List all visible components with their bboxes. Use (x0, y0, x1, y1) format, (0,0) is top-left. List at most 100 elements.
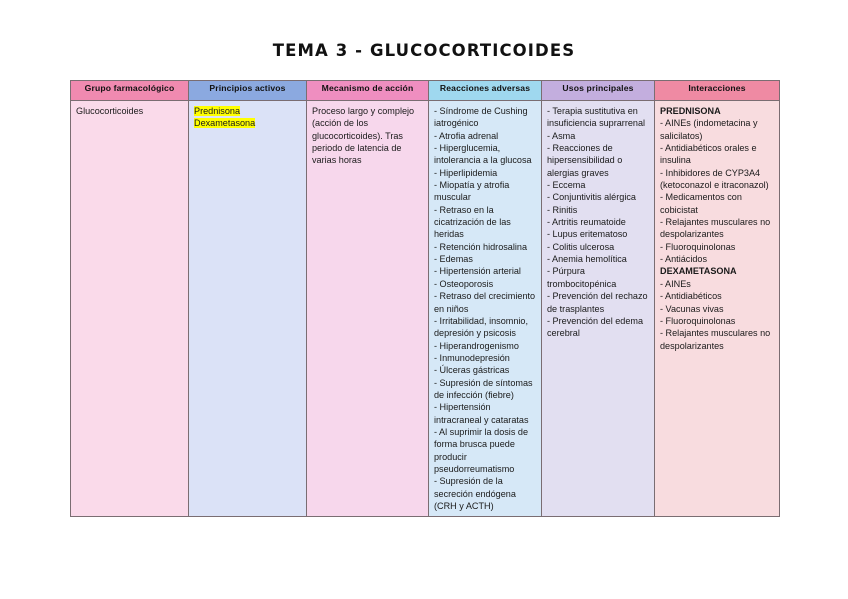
cell-line: - Hiperglucemia, intolerancia a la gluco… (434, 142, 536, 167)
cell-line: DEXAMETASONA (660, 265, 774, 277)
cell-line-text: - Anemia hemolítica (547, 254, 627, 265)
cell-line: - Anemia hemolítica (547, 253, 649, 265)
cell-line: - Osteoporosis (434, 278, 536, 290)
drug-table-container: Grupo farmacológico Principios activos M… (70, 80, 780, 518)
cell-line: - Supresión de síntomas de infección (fi… (434, 377, 536, 402)
column-header-reacciones-adversas: Reacciones adversas (428, 80, 542, 101)
cell-line-text: - Prevención del edema cerebral (547, 315, 644, 339)
cell-line-text: - Al suprimir la dosis de forma brusca p… (434, 426, 529, 474)
cell-line-text: - Hiperlipidemia (434, 167, 498, 178)
column-header-grupo-farmacologico: Grupo farmacológico (70, 80, 189, 101)
cell-line: - Colitis ulcerosa (547, 241, 649, 253)
cell-line-text: - Atrofia adrenal (434, 130, 499, 141)
cell-line: - Antidiabéticos orales e insulina (660, 142, 774, 167)
cell-line-text: - Supresión de síntomas de infección (fi… (434, 377, 533, 400)
cell-line-text: - Miopatía y atrofia muscular (434, 180, 510, 203)
column-header-interacciones: Interacciones (654, 80, 780, 101)
cell-line: - Asma (547, 130, 649, 142)
cell-line-text: - Relajantes musculares no despolarizant… (660, 217, 771, 240)
cell-line: - Hipertensión intracraneal y cataratas (434, 401, 536, 426)
cell-line-text: - Retraso en la cicatrización de las her… (434, 204, 511, 240)
cell-line-text: - Síndrome de Cushing iatrogénico (434, 106, 528, 129)
cell-line-text: - Inmunodepresión (434, 352, 510, 363)
cell-line-text: - Prevención del rechazo de trasplantes (547, 291, 648, 314)
cell-line: - Síndrome de Cushing iatrogénico (434, 105, 536, 130)
cell-line-text: - AINEs (indometacina y salicilatos) (660, 118, 758, 141)
cell-line-text: - Asma (547, 130, 576, 141)
cell-line-text: DEXAMETASONA (660, 266, 737, 277)
cell-line-text: - Antidiabéticos orales e insulina (660, 143, 757, 166)
column-header-mecanismo-de-accion: Mecanismo de acción (306, 80, 429, 101)
cell-line-text: - Supresión de la secreción endógena (CR… (434, 476, 516, 511)
cell-line-text: - Inhibidores de CYP3A4 (ketoconazol e i… (660, 167, 769, 191)
cell-line-text: - Retraso del crecimiento en niños (434, 291, 536, 314)
cell-line: - Artritis reumatoide (547, 216, 649, 228)
cell-line-text: - Antiácidos (660, 254, 708, 265)
cell-line: - Rinitis (547, 204, 649, 216)
cell-line: - Reacciones de hipersensibilidad o aler… (547, 142, 649, 179)
cell-line-text: - Conjuntivitis alérgica (547, 192, 636, 203)
cell-line: - Edemas (434, 253, 536, 265)
cell-line-text: - Irritabilidad, insomnio, depresión y p… (434, 315, 529, 339)
cell-line: - Hipertensión arterial (434, 265, 536, 277)
cell-line: Prednisona (194, 105, 301, 117)
cell-line-text: - Fluoroquinolonas (660, 241, 736, 252)
cell-line: - Miopatía y atrofia muscular (434, 179, 536, 204)
cell-line-text: - Retención hidrosalina (434, 241, 528, 252)
cell-line: - Antidiabéticos (660, 290, 774, 302)
cell-line-text: - Relajantes musculares no despolarizant… (660, 328, 771, 351)
cell-line: - Inmunodepresión (434, 352, 536, 364)
cell-line-text: - Hipertensión intracraneal y cataratas (434, 402, 529, 425)
column-header-principios-activos: Principios activos (188, 80, 307, 101)
cell-grupo-farmacologico: Glucocorticoides (70, 99, 189, 518)
cell-line: - Eccema (547, 179, 649, 191)
cell-line-text: - AINEs (660, 278, 691, 289)
cell-line-text: - Lupus eritematoso (547, 229, 628, 240)
cell-mecanismo-de-accion: Proceso largo y complejo (acción de los … (306, 99, 429, 518)
cell-line-text: PREDNISONA (660, 106, 721, 116)
cell-line: - AINEs (660, 278, 774, 290)
cell-line: - AINEs (indometacina y salicilatos) (660, 117, 774, 142)
cell-line: - Inhibidores de CYP3A4 (ketoconazol e i… (660, 167, 774, 192)
glucocorticoids-table: Grupo farmacológico Principios activos M… (70, 80, 780, 518)
cell-line-text: - Osteoporosis (434, 278, 494, 289)
cell-line: - Hiperandrogenismo (434, 340, 536, 352)
cell-line-text: - Vacunas vivas (660, 303, 724, 314)
cell-line-text: - Edemas (434, 254, 473, 265)
cell-line: - Conjuntivitis alérgica (547, 191, 649, 203)
cell-line: - Supresión de la secreción endógena (CR… (434, 475, 536, 512)
cell-line-text: - Medicamentos con cobicistat (660, 192, 742, 215)
cell-line-text: Dexametasona (194, 118, 256, 129)
cell-reacciones-adversas: - Síndrome de Cushing iatrogénico- Atrof… (428, 99, 542, 518)
cell-line: - Fluoroquinolonas (660, 241, 774, 253)
cell-line: PREDNISONA (660, 105, 774, 117)
cell-line-text: - Úlceras gástricas (434, 365, 510, 376)
table-header-row: Grupo farmacológico Principios activos M… (70, 80, 780, 101)
cell-line-text: - Púrpura trombocitopénica (547, 266, 617, 289)
cell-line: - Vacunas vivas (660, 303, 774, 315)
cell-line-text: - Hipertensión arterial (434, 266, 521, 277)
cell-line: - Al suprimir la dosis de forma brusca p… (434, 426, 536, 475)
cell-interacciones: PREDNISONA - AINEs (indometacina y salici… (654, 99, 780, 518)
cell-line: - Retraso del crecimiento en niños (434, 290, 536, 315)
cell-line: - Irritabilidad, insomnio, depresión y p… (434, 315, 536, 340)
cell-line-text: - Antidiabéticos (660, 291, 722, 302)
cell-line: - Retraso en la cicatrización de las her… (434, 204, 536, 241)
cell-line: - Atrofia adrenal (434, 130, 536, 142)
cell-line-text: Proceso largo y complejo (acción de los … (312, 106, 415, 166)
cell-line: - Relajantes musculares no despolarizant… (660, 216, 774, 241)
cell-line: - Terapia sustitutiva en insuficiencia s… (547, 105, 649, 130)
cell-line: - Relajantes musculares no despolarizant… (660, 327, 774, 352)
cell-usos-principales: - Terapia sustitutiva en insuficiencia s… (541, 99, 655, 518)
cell-line: - Lupus eritematoso (547, 228, 649, 240)
cell-line: - Prevención del edema cerebral (547, 315, 649, 340)
cell-line: - Medicamentos con cobicistat (660, 191, 774, 216)
cell-line: - Púrpura trombocitopénica (547, 265, 649, 290)
cell-line: - Prevención del rechazo de trasplantes (547, 290, 649, 315)
cell-line: Proceso largo y complejo (acción de los … (312, 105, 423, 167)
cell-line: - Fluoroquinolonas (660, 315, 774, 327)
cell-line: Dexametasona (194, 117, 301, 129)
cell-line-text: - Colitis ulcerosa (547, 241, 615, 252)
